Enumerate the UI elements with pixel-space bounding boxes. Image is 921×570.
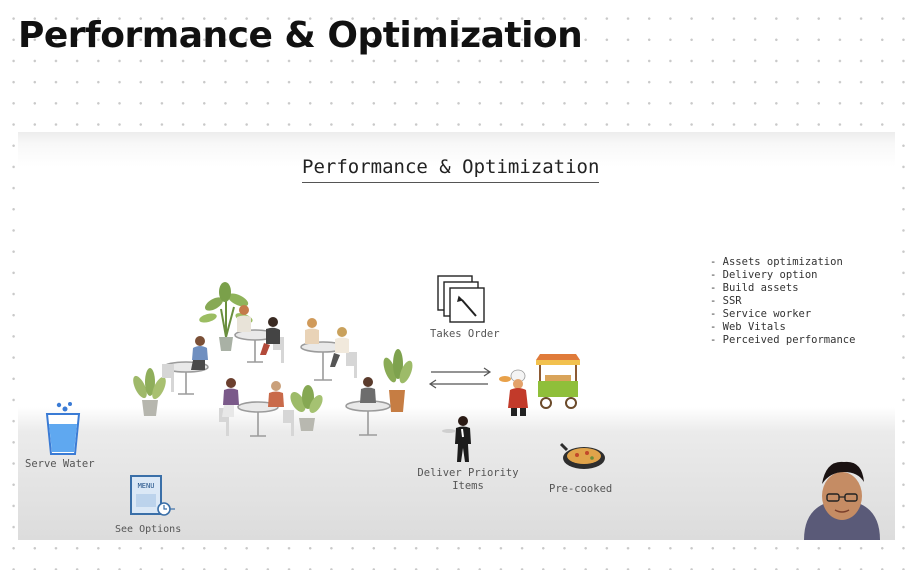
menu-card-icon <box>130 475 175 516</box>
serve-water-label: Serve Water <box>25 458 95 470</box>
optimization-list: Assets optimization Delivery option Buil… <box>710 256 856 347</box>
diner-figure <box>360 377 376 403</box>
restaurant-scene-illustration: MENU <box>45 275 880 540</box>
list-item: Web Vitals <box>710 321 855 334</box>
pan-icon <box>559 442 605 469</box>
deliver-priority-label: Deliver Priority Items <box>417 467 519 492</box>
food-cart-icon <box>536 354 580 409</box>
slide-frame: Performance & Optimization <box>18 132 895 540</box>
see-options-label: See Options <box>115 524 182 535</box>
list-item: Perceived performance <box>710 334 856 347</box>
diner-figure <box>268 381 284 407</box>
pre-cooked-label: Pre-cooked <box>549 483 613 495</box>
water-glass-icon <box>45 402 81 455</box>
slide-heading: Performance & Optimization <box>302 156 600 183</box>
plant-icon <box>290 385 323 431</box>
list-item: SSR <box>710 295 855 308</box>
presenter-avatar <box>804 461 880 540</box>
diner-figure <box>260 317 280 355</box>
plant-icon <box>383 349 413 412</box>
plant-icon <box>133 368 166 416</box>
menu-card-text: MENU <box>138 482 155 490</box>
list-item: Service worker <box>710 308 855 321</box>
page-title: Performance & Optimization <box>18 15 583 56</box>
exchange-arrows-icon <box>428 367 492 389</box>
diner-figure <box>222 378 239 417</box>
diner-figure <box>237 305 251 332</box>
diner-figure <box>191 336 208 370</box>
list-item: Delivery option <box>710 269 855 282</box>
waiter-figure <box>442 416 471 462</box>
diner-figure <box>305 318 319 344</box>
takes-order-label: Takes Order <box>430 328 500 340</box>
list-item: Assets optimization <box>710 256 855 269</box>
chef-figure <box>499 369 528 416</box>
diner-figure <box>330 327 349 367</box>
list-item: Build assets <box>710 282 855 295</box>
order-papers-icon <box>437 275 485 323</box>
